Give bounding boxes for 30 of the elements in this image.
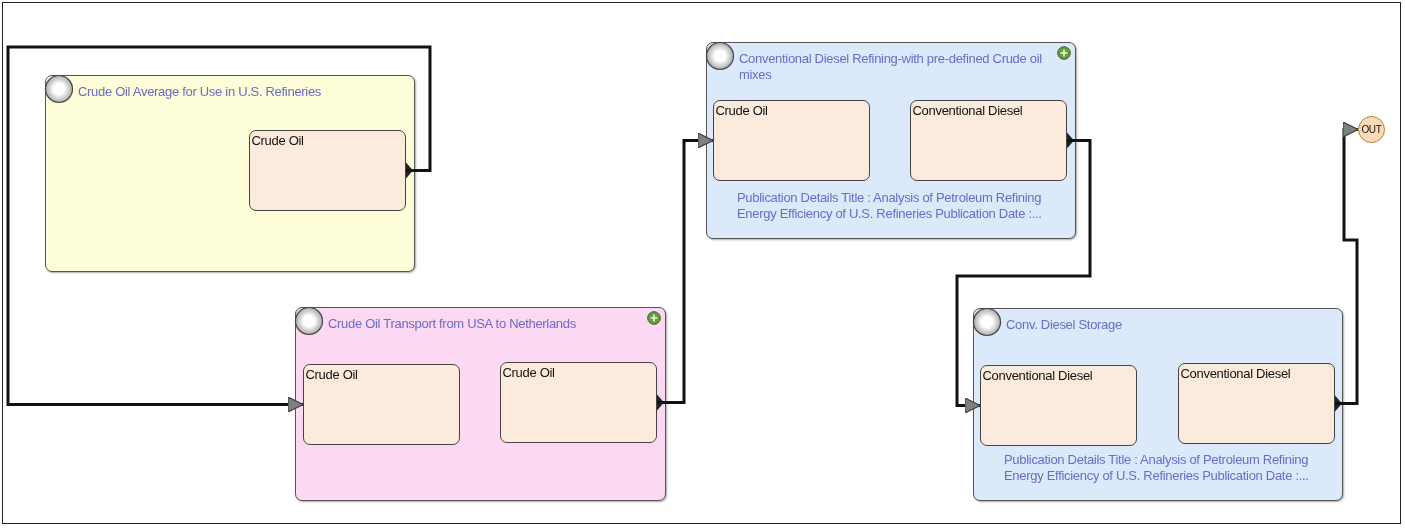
- flow-label: Crude Oil: [715, 102, 768, 119]
- flow-box: [712, 99, 870, 181]
- publication-details-text: Publication Details Title : Analysis of Petroleum Refining Energy Efficiency of U.S. Refineries Publication Date :...: [737, 190, 1043, 222]
- connector-arrow: [6, 45, 432, 413]
- process-title: Conv. Diesel Storage: [1006, 317, 1123, 333]
- process-title: Conventional Diesel Refining-with pre-defined Crude oil mixes: [739, 51, 1043, 83]
- flow-box: [302, 363, 460, 445]
- flow-box: [1177, 362, 1335, 444]
- process-box: [973, 308, 1343, 501]
- process-title: Crude Oil Transport from USA to Netherlands: [328, 316, 577, 332]
- connector-arrow: [1335, 121, 1359, 405]
- connector-arrow: [657, 132, 714, 404]
- process-box: [45, 75, 415, 272]
- flow-label: Crude Oil: [305, 366, 358, 383]
- flow-box: [499, 361, 657, 443]
- publication-details-text: Publication Details Title : Analysis of Petroleum Refining Energy Efficiency of U.S. Refineries Publication Date :...: [1004, 452, 1310, 484]
- flow-label: Crude Oil: [502, 364, 555, 381]
- flow-label: Conventional Diesel: [912, 102, 1023, 119]
- flow-label: Conventional Diesel: [1180, 365, 1291, 382]
- process-box: [706, 42, 1076, 239]
- flow-label: Conventional Diesel: [982, 367, 1093, 384]
- connector-arrow: [955, 139, 1092, 414]
- output-circle: [1358, 116, 1385, 143]
- process-box: [295, 307, 666, 501]
- process-title: Crude Oil Average for Use in U.S. Refineries: [78, 84, 323, 100]
- flow-box: [248, 129, 406, 211]
- flow-label: Crude Oil: [251, 132, 304, 149]
- flow-box: [979, 364, 1137, 446]
- output-label: OUT: [1360, 123, 1383, 137]
- flow-box: [909, 99, 1067, 181]
